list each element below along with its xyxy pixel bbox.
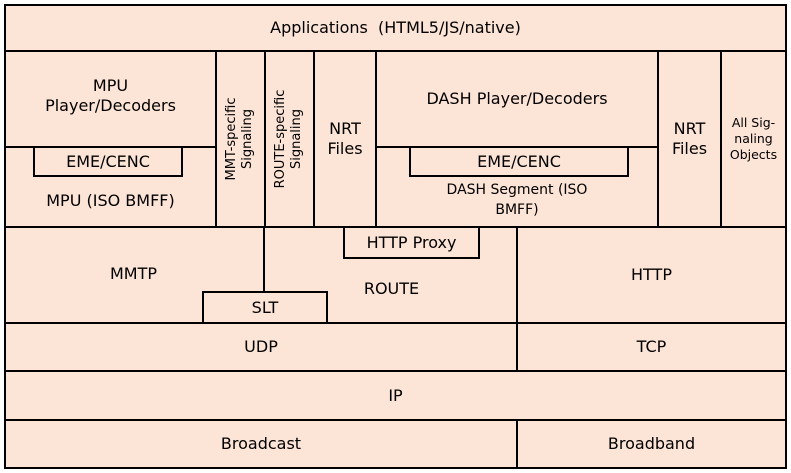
slt-box: SLT <box>202 291 328 324</box>
dash-player-label: DASH Player/Decoders <box>426 89 608 108</box>
mpu-player-line-1: MPU <box>92 76 129 95</box>
tcp-block: TCP <box>516 322 787 372</box>
udp-block: UDP <box>4 322 518 372</box>
mpu-player-line-2: Player/Decoders <box>45 96 176 115</box>
ip-block: IP <box>4 370 787 421</box>
nrt-files-right-block: NRT Files <box>657 50 722 228</box>
mpu-eme-cenc-label: EME/CENC <box>66 151 150 171</box>
ip-label: IP <box>388 385 403 405</box>
route-label: ROUTE <box>363 279 420 298</box>
broadcast-block: Broadcast <box>4 419 518 469</box>
mmtp-route-divider <box>263 226 265 293</box>
broadcast-label: Broadcast <box>220 434 302 453</box>
mpu-block <box>4 50 217 228</box>
mmtp-label: MMTP <box>109 264 158 283</box>
http-proxy-box: HTTP Proxy <box>343 226 480 259</box>
http-proxy-label: HTTP Proxy <box>366 232 457 252</box>
broadband-label: Broadband <box>607 434 696 453</box>
route-signaling-label: ROUTE-specific Signaling <box>273 89 304 189</box>
http-block: HTTP <box>516 226 787 324</box>
tcp-label: TCP <box>636 337 667 356</box>
mmt-signaling-block <box>215 50 266 228</box>
dash-eme-cenc-box: EME/CENC <box>409 146 629 177</box>
applications-layer: Applications (HTML5/JS/native) <box>4 4 787 52</box>
broadband-block: Broadband <box>516 419 787 469</box>
dash-block <box>375 50 659 228</box>
all-signaling-objects-block: All Sig- naling Objects <box>720 50 787 228</box>
applications-label: Applications (HTML5/JS/native) <box>270 18 521 37</box>
slt-label: SLT <box>251 297 279 317</box>
udp-label: UDP <box>244 337 278 356</box>
dash-eme-cenc-label: EME/CENC <box>477 151 561 171</box>
dash-segment-label: DASH Segment (ISO BMFF) <box>446 182 588 218</box>
mpu-player-label: MPU Player/Decoders <box>4 76 217 116</box>
http-label: HTTP <box>631 265 672 284</box>
mmt-signaling-label: MMT-specific Signaling <box>224 97 255 181</box>
mpu-eme-cenc-box: EME/CENC <box>33 146 183 177</box>
nrt-files-left-block: NRT Files <box>313 50 377 228</box>
mpu-format-label: MPU (ISO BMFF) <box>46 191 175 210</box>
